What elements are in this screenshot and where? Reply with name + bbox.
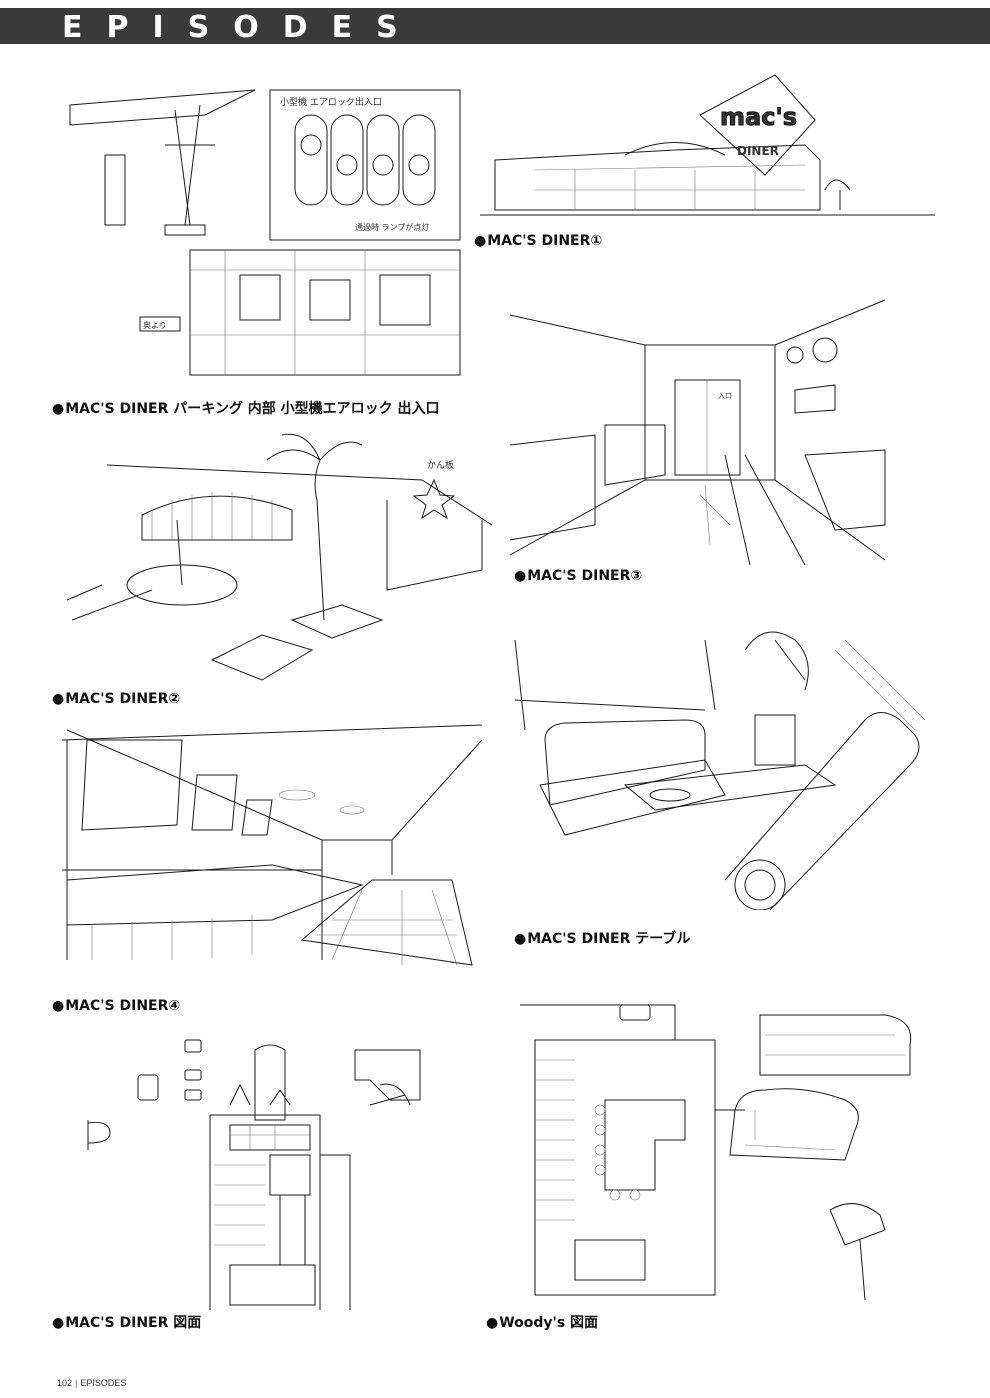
footer-section: EPISODES: [80, 1378, 127, 1388]
caption-woodys-plan: ●Woody's 図面: [486, 1315, 599, 1331]
caption-table: ●MAC'S DINER テーブル: [514, 931, 691, 947]
caption-parking: ●MAC'S DINER パーキング 内部 小型機エアロック 出入口: [52, 401, 440, 417]
sketch-parking-airlock: 小型機 エアロック出入口 通過時 ランプが点灯 奥より: [65, 85, 465, 385]
sign-sub-text: DINER: [737, 144, 779, 158]
sketch-woodys-floor-plan: [515, 1000, 925, 1305]
parking-note: 奥より: [143, 320, 167, 330]
sign-main-text: mac's: [720, 103, 797, 131]
sketch-diner-palm: かん板: [62, 420, 492, 685]
sketch-diner-table: [505, 620, 945, 910]
sketch-diner-interior: 入口: [505, 285, 890, 565]
caption-diner-2: ●MAC'S DINER②: [52, 691, 181, 707]
page-title: EPISODES: [62, 10, 422, 45]
caption-diner-1: ●MAC'S DINER①: [474, 233, 603, 249]
sketch-diner-long-interior: [62, 720, 487, 980]
sketch-macs-floor-plan: [80, 1025, 440, 1310]
airlock-note-2: 通過時 ランプが点灯: [355, 222, 429, 232]
page-number: 102: [57, 1378, 73, 1388]
airlock-note-1: 小型機 エアロック出入口: [280, 96, 382, 108]
caption-diner-3: ●MAC'S DINER③: [514, 568, 643, 584]
caption-macs-plan: ●MAC'S DINER 図面: [52, 1315, 202, 1331]
header-bar: [0, 8, 990, 44]
palm-note: かん板: [427, 459, 454, 471]
door-sign: 入口: [718, 392, 732, 400]
caption-diner-4: ●MAC'S DINER④: [52, 998, 181, 1014]
page-footer: 102|EPISODES: [57, 1378, 127, 1388]
sketch-diner-exterior: mac's DINER: [475, 70, 940, 225]
